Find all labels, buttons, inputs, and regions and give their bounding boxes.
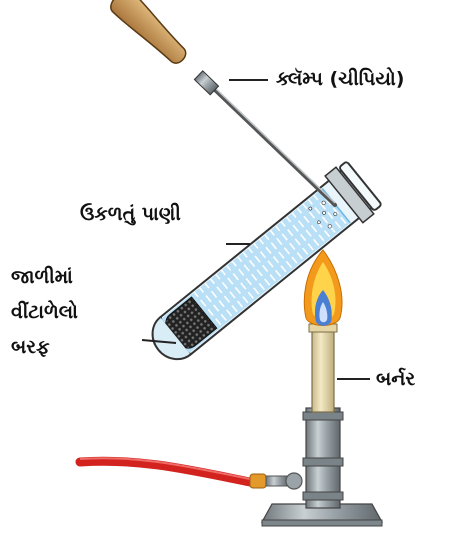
clamp-handle	[107, 0, 192, 70]
burner-tube	[312, 328, 334, 412]
ice-label-line3: બરફ	[11, 338, 50, 357]
boiling-water-label: ઉકળતું પાણી	[80, 205, 181, 224]
ice-label-line1: જાળીમાં	[11, 268, 73, 287]
gas-hose	[80, 461, 250, 482]
clamp-rod	[213, 88, 335, 205]
gas-valve-icon	[286, 473, 302, 489]
burner-label: બર્નર	[376, 370, 415, 389]
test-tube	[139, 160, 383, 373]
ice-label-line2: વીંટાળેલો	[11, 303, 78, 322]
hose-connector	[250, 474, 266, 488]
clamp-label: ક્લૅમ્પ (ચીપિયો)	[276, 70, 404, 89]
